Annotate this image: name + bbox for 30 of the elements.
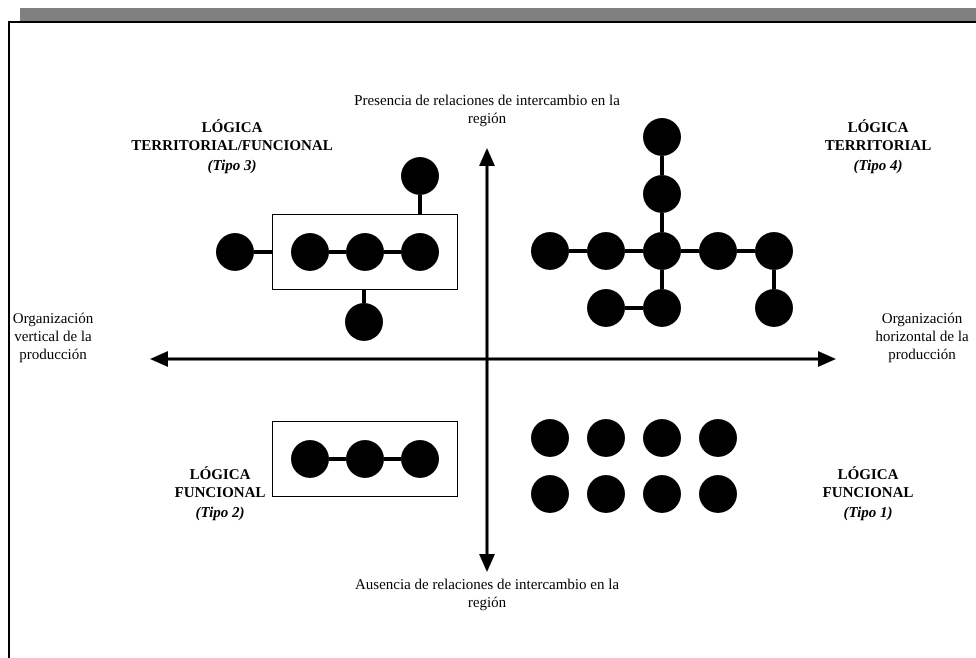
type-label: (Tipo 1) xyxy=(842,504,894,522)
axis-label: Ausencia de relaciones de intercambio en la región xyxy=(354,576,620,612)
quadrant-title: LÓGICA FUNCIONAL xyxy=(822,466,914,502)
connector-line xyxy=(772,270,776,289)
connector-line xyxy=(384,457,401,461)
connector-line xyxy=(660,156,664,175)
axis-label: Organización vertical de la producción xyxy=(12,310,94,364)
axis-label: Organización horizontal de la producción xyxy=(874,310,970,364)
connector-line xyxy=(681,249,699,253)
connector-line xyxy=(329,457,346,461)
type-label: (Tipo 2) xyxy=(194,504,246,522)
connector-line xyxy=(418,195,422,214)
axis-label: Presencia de relaciones de intercambio en la región xyxy=(353,92,621,128)
connector-line xyxy=(625,249,643,253)
connector-line xyxy=(737,249,755,253)
group-box xyxy=(272,214,458,290)
quadrant-title: LÓGICA TERRITORIAL/FUNCIONAL xyxy=(130,119,334,155)
type-label: (Tipo 3) xyxy=(206,157,258,175)
type-label: (Tipo 4) xyxy=(852,157,904,175)
connector-line xyxy=(384,250,401,254)
group-box xyxy=(272,421,458,497)
connector-line xyxy=(569,249,587,253)
quadrant-title: LÓGICA FUNCIONAL xyxy=(174,466,266,502)
connector-line xyxy=(660,270,664,289)
quadrant-title: LÓGICA TERRITORIAL xyxy=(824,119,932,155)
connector-line xyxy=(362,290,366,303)
connector-line xyxy=(254,250,272,254)
connector-line xyxy=(625,306,643,310)
connector-line xyxy=(660,213,664,232)
connector-line xyxy=(329,250,346,254)
